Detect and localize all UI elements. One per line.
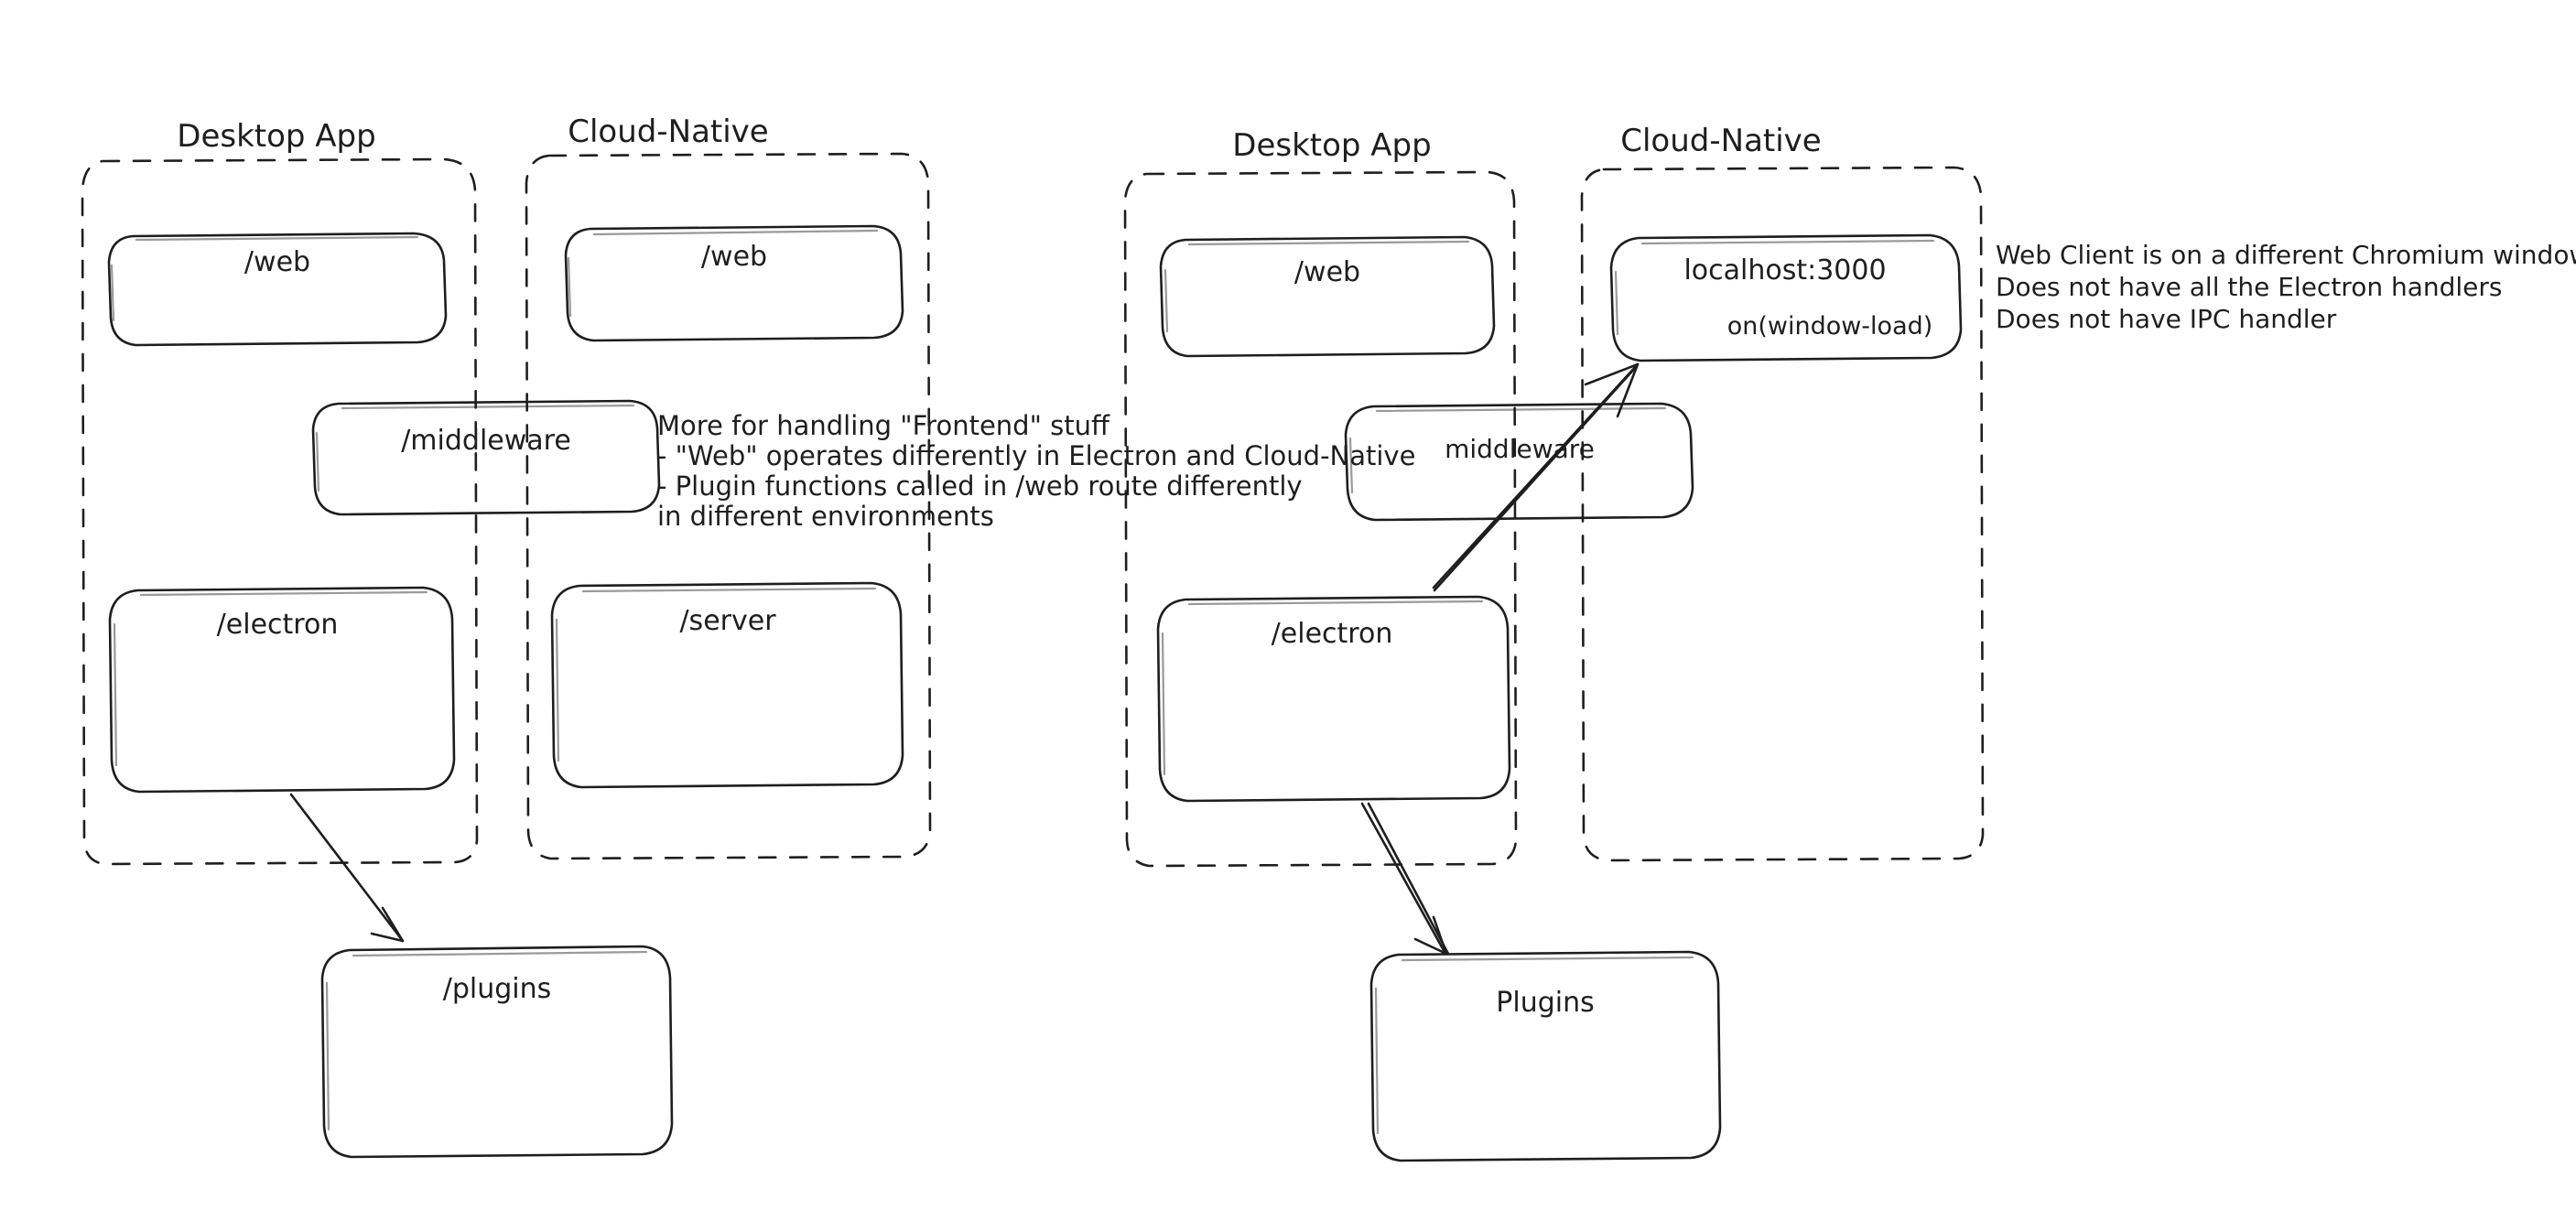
right-arrow-electron-to-plugins [1360, 802, 1450, 956]
left-annotation-line-2: - "Web" operates differently in Electron… [657, 440, 1415, 471]
left-cloud-native-group [525, 152, 932, 860]
left-node-middleware-label: /middleware [401, 425, 571, 457]
right-node-electron-label: /electron [1272, 618, 1393, 650]
left-node-web-cloud[interactable]: /web [564, 224, 904, 342]
right-node-electron[interactable]: /electron [1156, 595, 1511, 803]
left-node-electron[interactable]: /electron [108, 586, 456, 794]
right-node-localhost-label: localhost:3000 [1683, 254, 1886, 286]
right-node-localhost[interactable]: localhost:3000 on(window-load) [1609, 233, 1963, 362]
right-node-web[interactable]: /web [1159, 235, 1496, 358]
left-node-web-cloud-label: /web [701, 241, 767, 273]
right-node-web-label: /web [1294, 256, 1360, 288]
right-node-plugins[interactable]: Plugins [1369, 950, 1722, 1162]
right-group-label-cloud-native: Cloud-Native [1620, 123, 1821, 159]
left-annotation-line-4: in different environments [657, 501, 994, 532]
left-node-server-label: /server [679, 605, 776, 637]
left-node-web-desktop-label: /web [244, 246, 310, 278]
right-annotation-line-1: Web Client is on a different Chromium wi… [1996, 240, 2576, 270]
right-annotation-line-2: Does not have all the Electron handlers [1996, 272, 2503, 302]
left-node-plugins[interactable]: /plugins [320, 945, 674, 1159]
left-group-label-desktop-app: Desktop App [177, 118, 375, 155]
left-desktop-app-group [81, 157, 479, 866]
right-annotation-line-3: Does not have IPC handler [1996, 304, 2337, 334]
right-group-label-desktop-app: Desktop App [1232, 127, 1431, 164]
right-node-localhost-sublabel: on(window-load) [1727, 312, 1933, 340]
left-node-middleware[interactable]: /middleware [311, 399, 661, 516]
left-node-web-desktop[interactable]: /web [107, 232, 448, 347]
right-desktop-app-group [1123, 170, 1518, 868]
left-annotation-line-1: More for handling "Frontend" stuff [657, 410, 1110, 441]
right-node-plugins-label: Plugins [1496, 987, 1594, 1019]
left-group-label-cloud-native: Cloud-Native [568, 113, 768, 150]
right-annotation-red: Web Client is on a different Chromium wi… [1996, 240, 2576, 334]
left-annotation-green: More for handling "Frontend" stuff - "We… [657, 410, 1415, 532]
left-annotation-line-3: - Plugin functions called in /web route … [657, 470, 1303, 502]
right-cloud-native-group [1580, 166, 1985, 862]
left-node-plugins-label: /plugins [443, 973, 552, 1005]
left-node-electron-label: /electron [217, 609, 339, 641]
left-node-server[interactable]: /server [550, 581, 904, 789]
left-arrow-electron-to-plugins [289, 793, 405, 943]
right-arrow-electron-to-localhost [1432, 362, 1640, 592]
